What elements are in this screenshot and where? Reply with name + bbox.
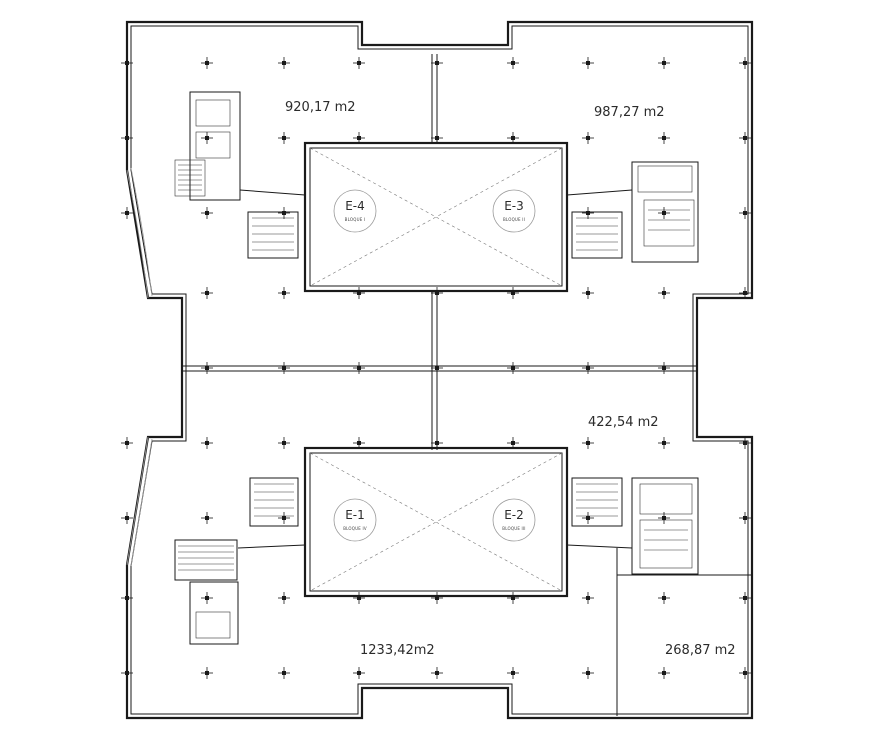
column-marker	[121, 592, 133, 604]
column-marker	[739, 57, 751, 69]
column-marker	[201, 207, 213, 219]
column-marker	[278, 132, 290, 144]
column-marker	[431, 57, 443, 69]
area-label-sw: 1233,42m2	[360, 643, 435, 658]
column-marker	[278, 437, 290, 449]
column-marker	[201, 362, 213, 374]
core-e1-label: E-1	[345, 508, 365, 522]
column-marker	[582, 57, 594, 69]
column-marker	[739, 667, 751, 679]
core-e2-sub: BLOQUE III	[502, 526, 525, 531]
column-marker	[201, 287, 213, 299]
column-marker	[739, 592, 751, 604]
area-label-se: 268,87 m2	[665, 643, 736, 658]
column-marker	[739, 437, 751, 449]
column-marker	[121, 667, 133, 679]
service-core-sw	[174, 477, 306, 645]
column-marker	[582, 667, 594, 679]
column-marker	[582, 362, 594, 374]
core-e4-sub: BLOQUE I	[345, 217, 366, 222]
core-marker-e3: E-3 BLOQUE II	[492, 189, 536, 233]
column-marker	[507, 437, 519, 449]
column-marker	[658, 207, 670, 219]
core-marker-e2: E-2 BLOQUE III	[492, 498, 536, 542]
column-marker	[353, 287, 365, 299]
column-marker	[121, 57, 133, 69]
column-marker	[582, 512, 594, 524]
column-marker	[353, 57, 365, 69]
column-marker	[431, 667, 443, 679]
column-marker	[739, 512, 751, 524]
column-marker	[121, 437, 133, 449]
column-marker	[353, 592, 365, 604]
structural-columns	[121, 57, 751, 679]
core-e3-label: E-3	[504, 199, 524, 213]
column-marker	[278, 287, 290, 299]
service-core-nw	[174, 91, 306, 259]
column-marker	[201, 57, 213, 69]
area-label-center: 422,54 m2	[588, 415, 659, 430]
column-marker	[507, 667, 519, 679]
column-marker	[582, 132, 594, 144]
column-marker	[278, 667, 290, 679]
column-marker	[582, 207, 594, 219]
column-marker	[431, 437, 443, 449]
column-marker	[278, 362, 290, 374]
column-marker	[121, 207, 133, 219]
column-marker	[353, 362, 365, 374]
column-marker	[121, 512, 133, 524]
column-marker	[582, 592, 594, 604]
column-marker	[507, 132, 519, 144]
column-marker	[278, 207, 290, 219]
column-marker	[278, 57, 290, 69]
area-label-nw: 920,17 m2	[285, 100, 356, 115]
column-marker	[121, 132, 133, 144]
core-e3-sub: BLOQUE II	[503, 217, 525, 222]
column-marker	[278, 592, 290, 604]
column-marker	[507, 287, 519, 299]
column-marker	[201, 437, 213, 449]
column-marker	[658, 437, 670, 449]
column-marker	[658, 132, 670, 144]
column-marker	[431, 132, 443, 144]
column-marker	[658, 57, 670, 69]
column-marker	[278, 512, 290, 524]
core-e2-label: E-2	[504, 508, 524, 522]
column-marker	[739, 287, 751, 299]
column-marker	[431, 592, 443, 604]
core-marker-e1: E-1 BLOQUE IV	[333, 498, 377, 542]
service-core-se	[566, 477, 699, 575]
service-core-ne	[566, 161, 699, 263]
column-marker	[582, 287, 594, 299]
column-marker	[431, 287, 443, 299]
column-marker	[739, 132, 751, 144]
column-marker	[658, 667, 670, 679]
column-marker	[507, 592, 519, 604]
core-marker-e4: E-4 BLOQUE I	[333, 189, 377, 233]
column-marker	[658, 362, 670, 374]
column-marker	[201, 667, 213, 679]
area-label-ne: 987,27 m2	[594, 105, 665, 120]
atrium-south	[303, 446, 569, 598]
column-marker	[201, 512, 213, 524]
outer-walls	[125, 20, 754, 720]
column-marker	[658, 512, 670, 524]
column-marker	[431, 362, 443, 374]
column-marker	[353, 437, 365, 449]
column-marker	[507, 362, 519, 374]
column-marker	[739, 207, 751, 219]
column-marker	[353, 667, 365, 679]
column-marker	[582, 437, 594, 449]
core-e1-sub: BLOQUE IV	[343, 526, 367, 531]
column-marker	[353, 132, 365, 144]
column-marker	[201, 592, 213, 604]
column-marker	[658, 287, 670, 299]
column-marker	[658, 592, 670, 604]
core-e4-label: E-4	[345, 199, 365, 213]
column-marker	[507, 57, 519, 69]
column-marker	[201, 132, 213, 144]
